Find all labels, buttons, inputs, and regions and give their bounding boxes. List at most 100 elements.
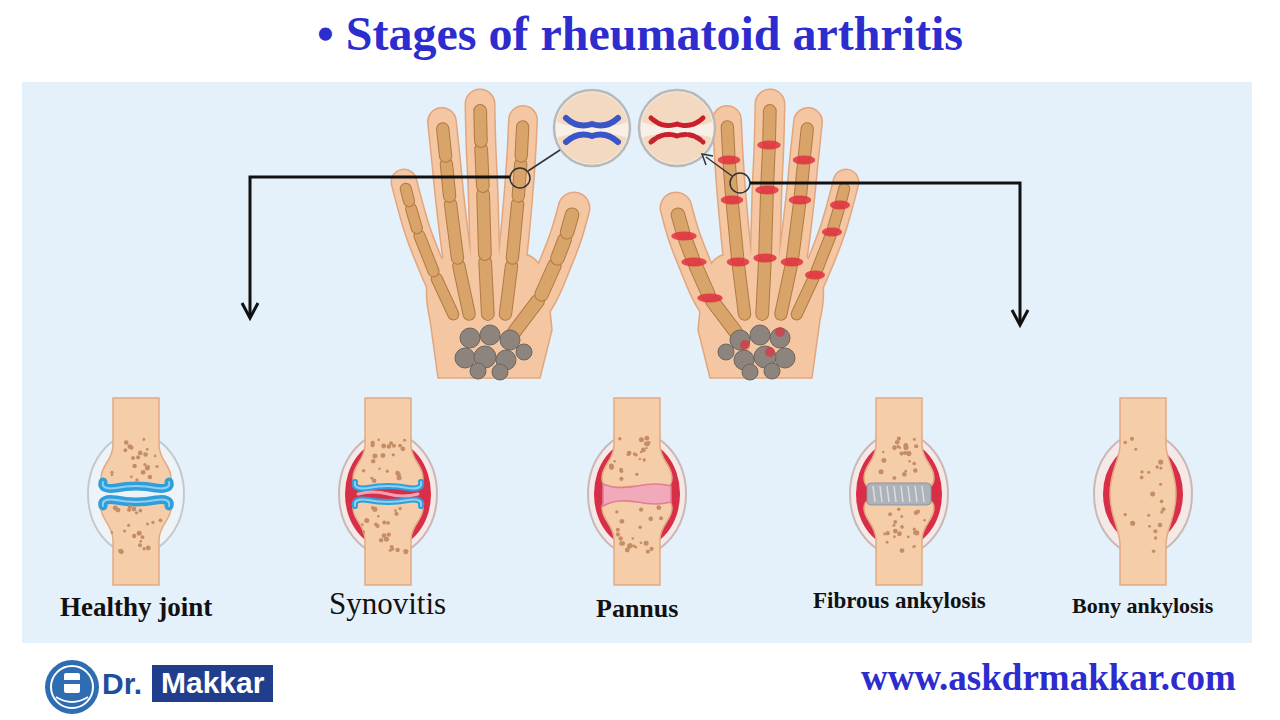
finger-bone bbox=[514, 301, 537, 332]
bone-pore bbox=[892, 524, 895, 527]
cartilage bbox=[103, 500, 169, 506]
bone-pore bbox=[635, 453, 638, 456]
bone-pore bbox=[151, 521, 154, 524]
bone-edge bbox=[762, 111, 776, 141]
bone-pore bbox=[142, 547, 145, 550]
bone-pore bbox=[639, 508, 643, 512]
bone-pore bbox=[362, 469, 365, 472]
bone-pore bbox=[615, 510, 618, 513]
bone-edge bbox=[437, 279, 454, 315]
bone-pore bbox=[118, 549, 123, 554]
bone-pore bbox=[879, 469, 884, 474]
bone-edge bbox=[738, 266, 744, 314]
bone-pore bbox=[145, 466, 150, 471]
inflamed-joint bbox=[805, 271, 825, 280]
bone-pore bbox=[619, 477, 623, 481]
carpal-bone bbox=[480, 325, 500, 345]
bone-pore bbox=[893, 529, 898, 534]
finger-bone bbox=[485, 262, 488, 314]
bone-pore bbox=[142, 438, 145, 441]
finger-bone bbox=[567, 215, 572, 232]
bone-edge bbox=[765, 194, 767, 254]
bone-pore bbox=[1130, 437, 1134, 441]
stage-label-box: Pannus bbox=[592, 592, 682, 626]
bone-pore bbox=[403, 439, 406, 442]
bone bbox=[101, 398, 171, 488]
bone-pore bbox=[372, 478, 376, 482]
inset-bone bbox=[637, 134, 717, 173]
bone-pore bbox=[374, 522, 378, 526]
bone-pore bbox=[619, 468, 623, 472]
finger-bone bbox=[542, 266, 555, 295]
bone-pore bbox=[644, 541, 649, 546]
bone-pore bbox=[645, 447, 647, 449]
bone-pore bbox=[903, 451, 907, 455]
bone-pore bbox=[616, 532, 620, 536]
bone-pore bbox=[635, 546, 637, 548]
bone-pore bbox=[881, 458, 886, 463]
bone-pore bbox=[155, 465, 158, 468]
focus-circle bbox=[510, 168, 530, 188]
inflamed-joint bbox=[755, 186, 779, 195]
bone-pore bbox=[897, 437, 901, 441]
bone-pore bbox=[1130, 521, 1135, 526]
stage-label-box: Healthy joint bbox=[56, 590, 216, 625]
finger-bone bbox=[446, 164, 449, 196]
bone-pore bbox=[897, 508, 901, 512]
inflamed-joint bbox=[781, 258, 804, 267]
bone-pore bbox=[619, 541, 624, 546]
bone-pore bbox=[627, 451, 632, 456]
bone-pore bbox=[364, 518, 369, 523]
bone-pore bbox=[111, 531, 114, 534]
bone-pore bbox=[111, 474, 114, 477]
bone-pore bbox=[913, 531, 917, 535]
logo-arc bbox=[56, 697, 88, 702]
bone-edge bbox=[481, 149, 483, 186]
bone-edge bbox=[696, 266, 709, 295]
finger-bone bbox=[738, 266, 744, 314]
finger-bone bbox=[727, 127, 728, 156]
bone-pore bbox=[635, 473, 638, 476]
bone-pore bbox=[886, 541, 889, 544]
bone-pore bbox=[640, 542, 643, 545]
bone bbox=[864, 398, 934, 488]
bracket-line bbox=[250, 177, 510, 316]
bone-edge bbox=[443, 129, 446, 156]
bone-pore bbox=[659, 516, 663, 520]
bone-pore bbox=[1140, 476, 1144, 480]
bone-pore bbox=[110, 471, 113, 474]
bone-pore bbox=[1158, 459, 1163, 464]
finger-bone bbox=[521, 127, 522, 156]
bone-pore bbox=[379, 538, 383, 542]
fibre-line bbox=[873, 486, 875, 502]
bone-pore bbox=[1134, 448, 1137, 451]
finger-bone bbox=[505, 266, 511, 314]
finger-bone bbox=[797, 279, 814, 315]
finger-skin bbox=[762, 104, 770, 318]
finger-bone bbox=[781, 266, 791, 314]
bone-pore bbox=[381, 444, 386, 449]
bone-pore bbox=[135, 478, 138, 481]
synovial-fluid bbox=[358, 492, 418, 496]
leader-arrowhead bbox=[702, 154, 713, 165]
bone-edge bbox=[483, 194, 485, 254]
website-url: www.askdrmakkar.com bbox=[861, 657, 1236, 700]
logo-ring bbox=[51, 666, 93, 708]
stage-label-box: Bony ankylosis bbox=[1068, 591, 1217, 620]
bone-pore bbox=[908, 460, 911, 463]
bone-pore bbox=[395, 548, 399, 552]
inflamed-joint bbox=[830, 201, 850, 210]
bone-pore bbox=[888, 512, 892, 516]
bone-pore bbox=[650, 547, 654, 551]
finger-bone bbox=[451, 204, 458, 258]
bone-pore bbox=[893, 535, 896, 538]
bone-pore bbox=[132, 507, 137, 512]
stage-name: Bony ankylosis bbox=[1072, 593, 1213, 618]
finger-bone bbox=[732, 204, 737, 258]
leader-line bbox=[706, 157, 732, 176]
bone-pore bbox=[138, 451, 143, 456]
inflamed-wrist bbox=[765, 347, 775, 357]
bone-edge bbox=[781, 266, 791, 314]
inset-cartilage bbox=[651, 118, 703, 126]
finger-bone bbox=[483, 194, 485, 254]
